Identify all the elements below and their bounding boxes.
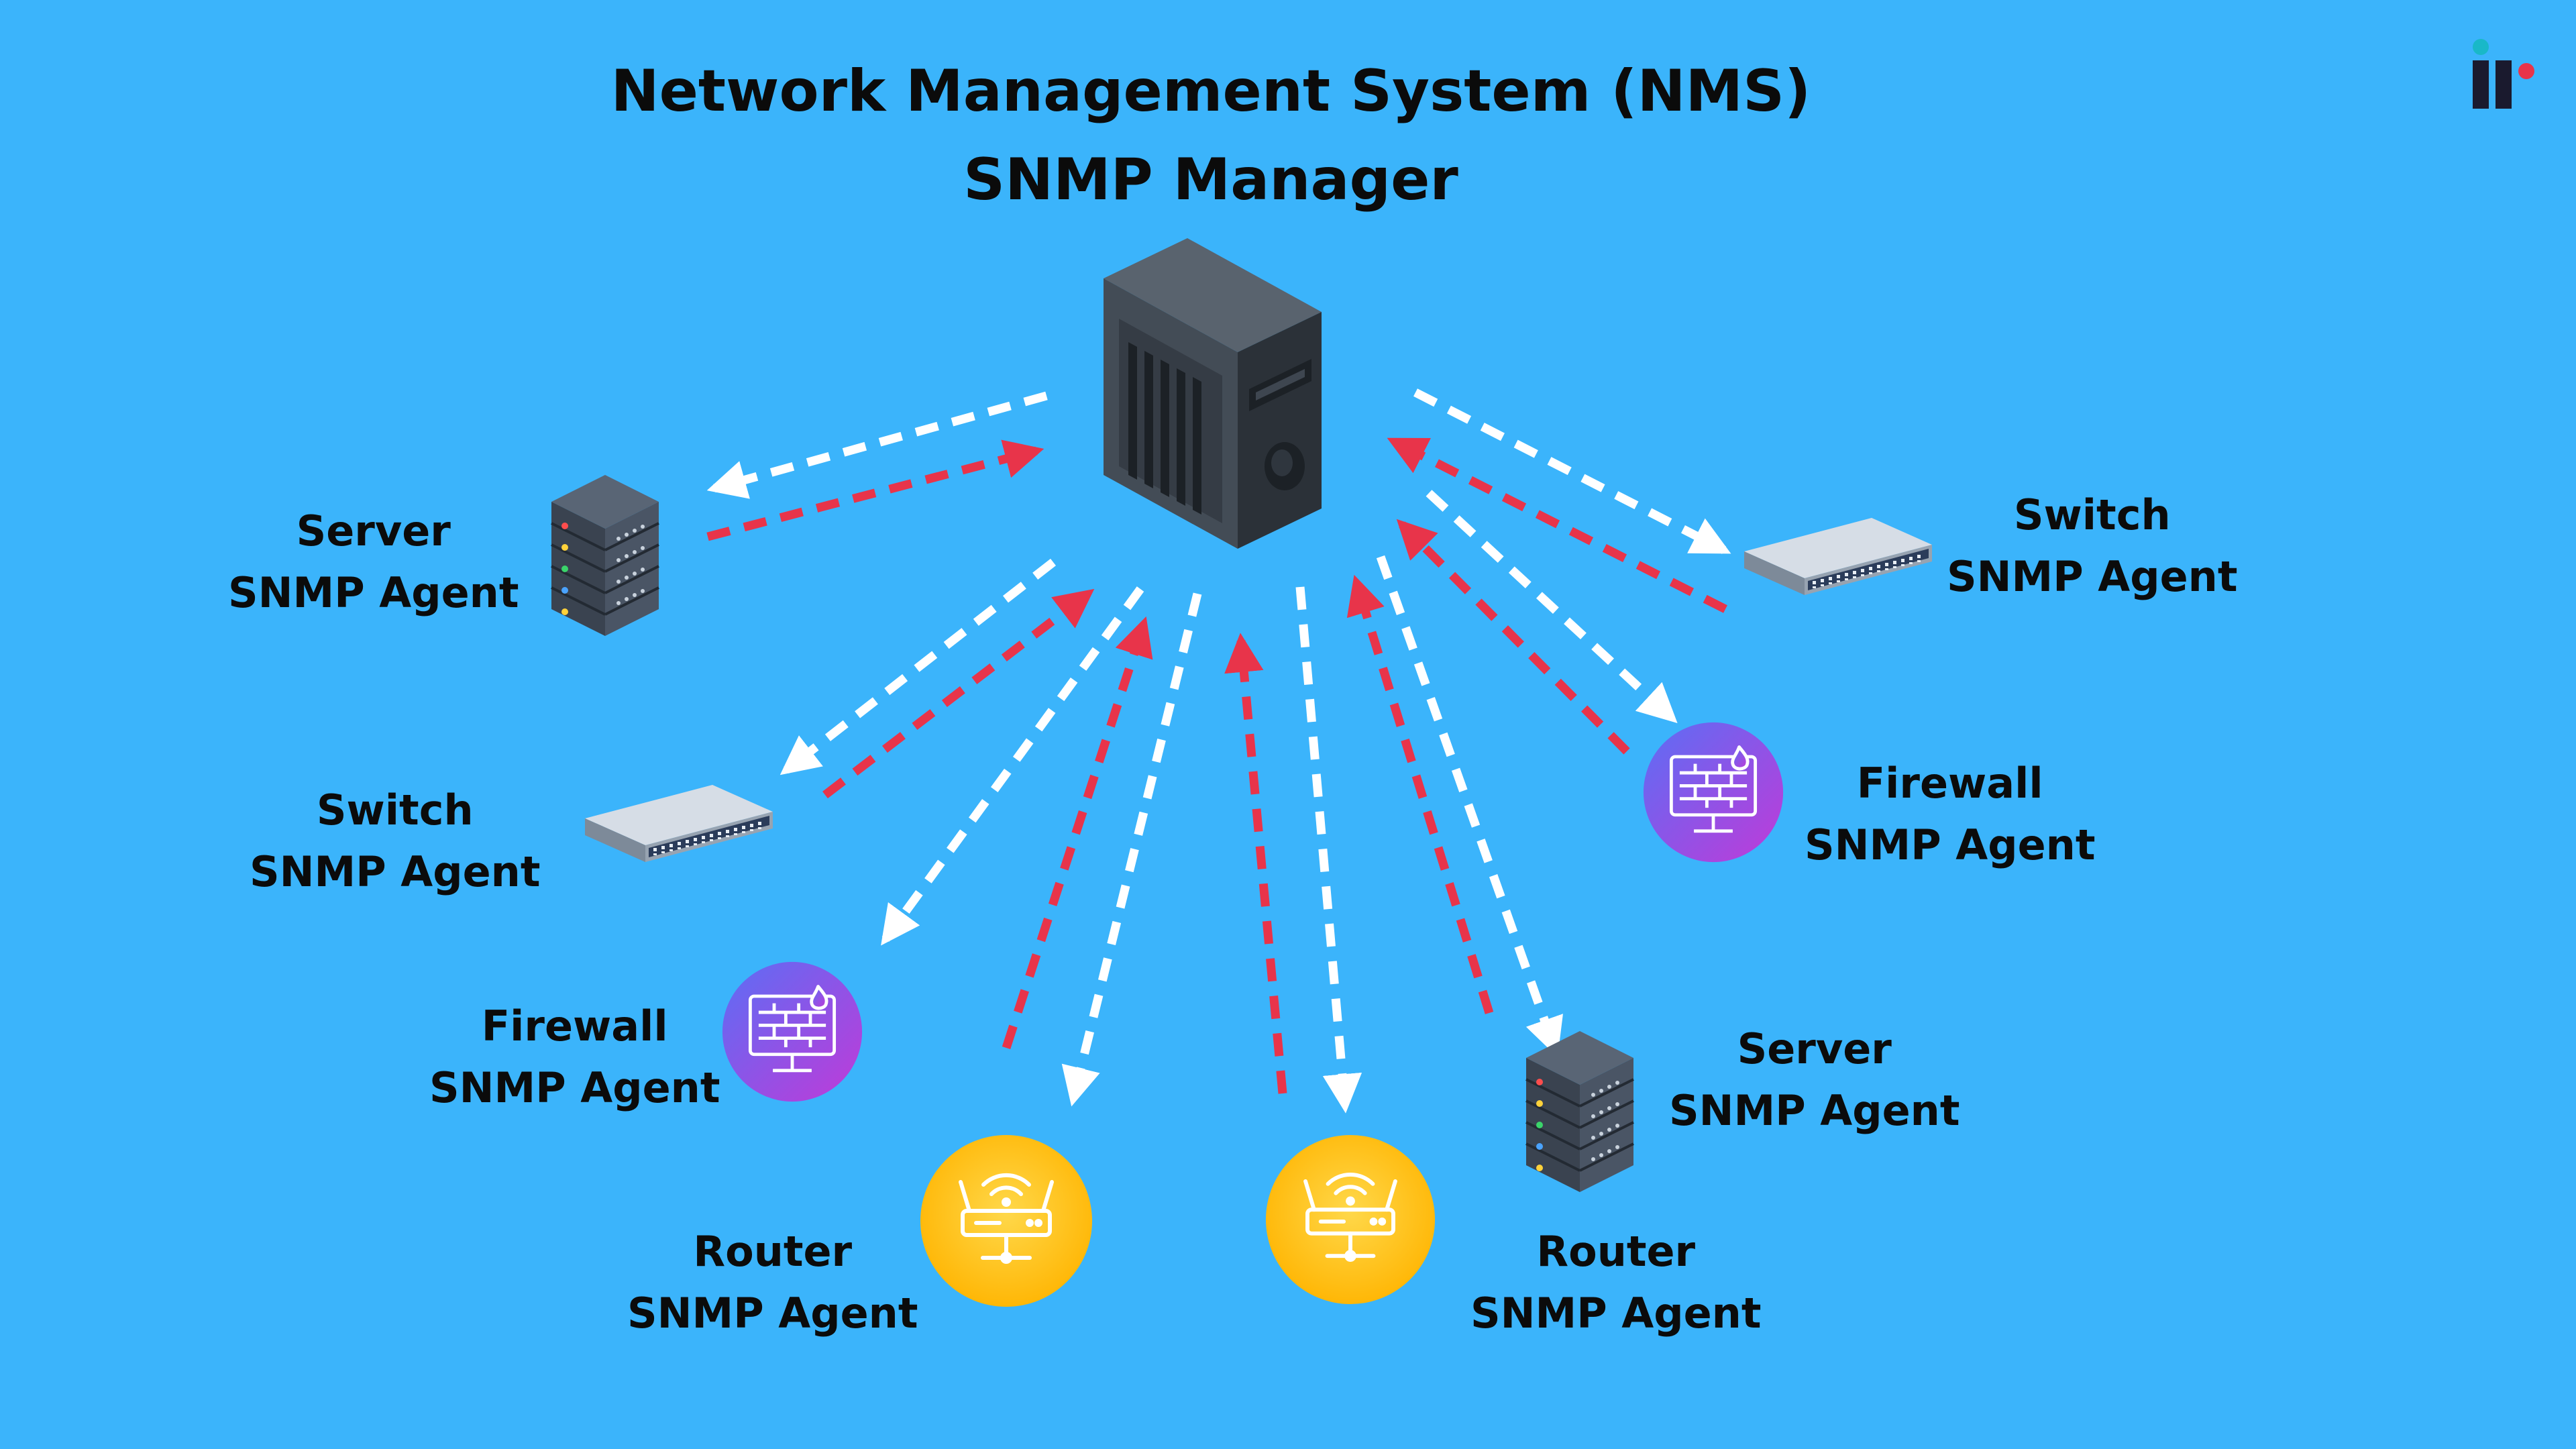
agent-label-switch-left: Switch SNMP Agent: [250, 780, 540, 903]
agent-name: Router: [1536, 1227, 1696, 1276]
agent-name: Firewall: [1856, 759, 2043, 808]
agent-name: Server: [296, 506, 451, 555]
agent-label-firewall-left: Firewall SNMP Agent: [429, 996, 720, 1119]
agent-name: Server: [1737, 1024, 1892, 1073]
server-rack-icon: [550, 475, 660, 636]
network-switch-icon: [1744, 518, 1932, 595]
arrow-layer: [706, 388, 1731, 1114]
response-arrow-router-center: [1224, 633, 1287, 1094]
agent-role: SNMP Agent: [250, 847, 541, 896]
wifi-router-icon: [1266, 1135, 1435, 1304]
agent-role: SNMP Agent: [1669, 1086, 1960, 1135]
agent-label-router-left: Router SNMP Agent: [627, 1221, 918, 1344]
network-switch-icon: [585, 785, 773, 862]
agent-name: Router: [693, 1227, 853, 1276]
response-arrow-router-left: [1002, 616, 1153, 1050]
agent-label-switch-right: Switch SNMP Agent: [1947, 484, 2237, 608]
firewall-monitor-icon: [722, 962, 862, 1102]
request-arrow-server-left: [706, 391, 1048, 499]
agent-role: SNMP Agent: [1947, 552, 2238, 601]
agent-label-server-left: Server SNMP Agent: [228, 500, 519, 624]
agent-label-router-center: Router SNMP Agent: [1470, 1221, 1761, 1344]
agent-label-server-right: Server SNMP Agent: [1669, 1018, 1960, 1142]
manager-title: SNMP Manager: [963, 146, 1458, 213]
response-arrow-switch-right: [1387, 437, 1727, 613]
firewall-monitor-icon: [1644, 722, 1783, 862]
request-arrow-switch-right: [1413, 388, 1731, 554]
agent-role: SNMP Agent: [627, 1289, 918, 1338]
request-arrow-server-right: [1376, 555, 1563, 1058]
agent-role: SNMP Agent: [228, 568, 519, 617]
agent-label-firewall-right: Firewall SNMP Agent: [1805, 753, 2095, 876]
wifi-router-icon: [920, 1135, 1092, 1307]
request-arrow-switch-left: [780, 558, 1056, 775]
agent-name: Switch: [2013, 490, 2171, 539]
brand-logo-icon: [2473, 39, 2534, 109]
agent-name: Switch: [316, 786, 474, 835]
server-rack-icon: [1526, 1031, 1633, 1192]
response-arrow-server-right: [1346, 574, 1494, 1014]
request-arrow-firewall-right: [1426, 490, 1678, 723]
agent-role: SNMP Agent: [429, 1063, 720, 1112]
server-tower-icon: [1104, 238, 1322, 549]
response-arrow-server-left: [706, 439, 1044, 541]
agent-role: SNMP Agent: [1470, 1289, 1762, 1338]
agent-name: Firewall: [481, 1002, 668, 1051]
diagram-title: Network Management System (NMS): [610, 58, 1811, 125]
response-arrow-switch-left: [822, 588, 1095, 799]
response-arrow-firewall-right: [1396, 519, 1630, 755]
request-arrow-router-left: [1061, 592, 1202, 1107]
request-arrow-firewall-left: [881, 586, 1144, 946]
request-arrow-router-center: [1295, 586, 1362, 1114]
agent-role: SNMP Agent: [1805, 820, 2096, 869]
